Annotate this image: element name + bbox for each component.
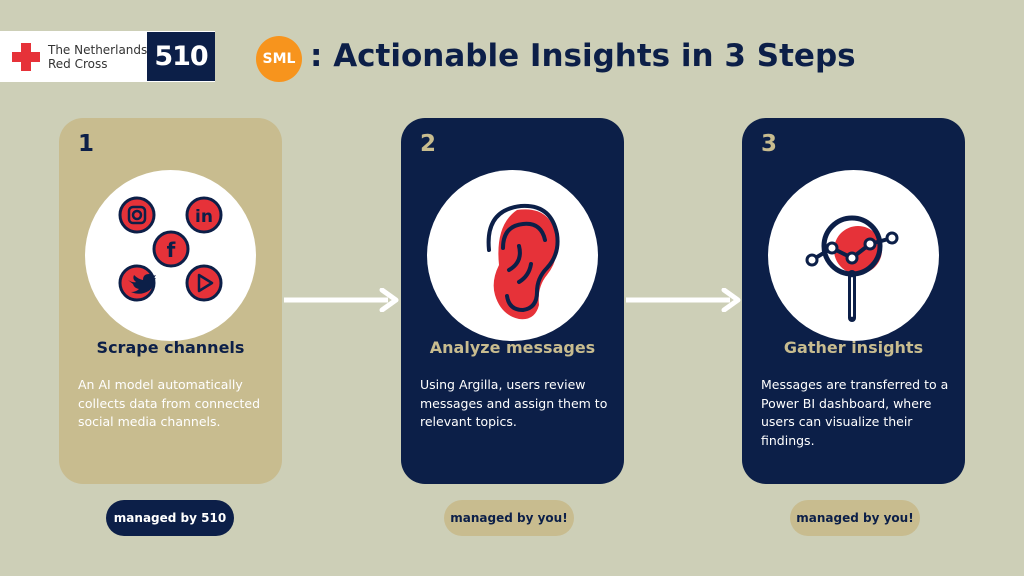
step-description: An AI model automatically collects data … (78, 377, 261, 429)
ear-icon (486, 203, 560, 320)
linkedin-icon: in (185, 196, 223, 234)
step-description: Using Argilla, users review messages and… (420, 377, 608, 429)
step-title: Gather insights (783, 338, 924, 357)
red-cross-icon (12, 43, 40, 71)
step-number: 3 (761, 131, 778, 157)
step-title: Analyze messages (429, 338, 596, 357)
step-card-3: 3 Gather insights Messages are transferr… (742, 118, 965, 484)
red-cross-line2: Red Cross (48, 57, 108, 71)
sml-logo: SML (256, 36, 302, 82)
managed-by-badge-2: managed by you! (444, 500, 574, 536)
step-icon-circle (768, 170, 939, 341)
magnifier-chart-icon (805, 215, 899, 322)
youtube-icon (185, 264, 223, 302)
arrow-right-icon (626, 288, 741, 312)
arrow-right-icon (284, 288, 399, 312)
step-icon-circle: in f (85, 170, 256, 341)
svg-text:f: f (167, 238, 176, 262)
step-description: Messages are transferred to a Power BI d… (761, 377, 949, 448)
step-title: Scrape channels (96, 338, 245, 357)
twitter-icon (118, 264, 156, 302)
facebook-icon: f (152, 230, 190, 268)
managed-by-badge-3: managed by you! (790, 500, 920, 536)
step-number: 1 (78, 131, 95, 157)
social-media-icon: in f (118, 196, 223, 302)
step-card-2: 2 Analyze messages Using Argilla, users … (401, 118, 624, 484)
managed-by-badge-1: managed by 510 (106, 500, 234, 536)
instagram-icon (118, 196, 156, 234)
page-title: : Actionable Insights in 3 Steps (310, 38, 856, 74)
logo-510: 510 (147, 32, 215, 81)
step-card-1: 1 in f (59, 118, 282, 484)
svg-text:in: in (195, 207, 213, 227)
step-number: 2 (420, 131, 437, 157)
step-icon-circle (427, 170, 598, 341)
red-cross-line1: The Netherlands (48, 43, 148, 57)
red-cross-text: The Netherlands Red Cross (48, 43, 147, 71)
